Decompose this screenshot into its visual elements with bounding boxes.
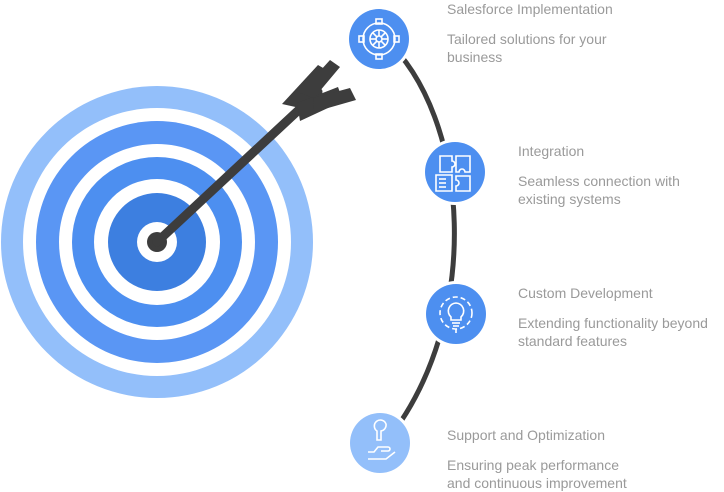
step-description: Ensuring peak performance and continuous…: [447, 456, 627, 492]
step-description-line: Tailored solutions for your: [447, 31, 607, 47]
step-node-custom-development: [423, 281, 489, 347]
step-text-support: Support and Optimization Ensuring peak p…: [447, 426, 627, 492]
step-node-integration: [422, 139, 488, 205]
step-text-custom-development: Custom Development Extending functionali…: [518, 284, 708, 350]
step-title: Salesforce Implementation: [447, 1, 613, 17]
step-node-support: [347, 410, 413, 476]
step-title: Custom Development: [518, 285, 653, 301]
puzzle-pieces-icon: [435, 155, 471, 192]
step-title: Support and Optimization: [447, 427, 605, 443]
step-description-line: standard features: [518, 333, 627, 349]
timeline-arc: [381, 35, 457, 446]
step-description-line: and continuous improvement: [447, 475, 627, 491]
lightbulb-gear-icon: [439, 296, 473, 333]
arrow-icon: [152, 60, 356, 247]
step-description: Extending functionality beyond standard …: [518, 314, 708, 350]
step-description-line: business: [447, 49, 503, 65]
step-description: Tailored solutions for your business: [447, 30, 613, 66]
step-description: Seamless connection with existing system…: [518, 172, 680, 208]
step-description-line: Extending functionality beyond: [518, 315, 708, 331]
step-text-implementation: Salesforce Implementation Tailored solut…: [447, 0, 613, 66]
step-description-line: Seamless connection with: [518, 173, 680, 189]
wrench-hand-icon: [368, 419, 396, 460]
step-title: Integration: [518, 143, 585, 159]
step-description-line: existing systems: [518, 191, 621, 207]
gear-wheel-icon: [358, 18, 400, 60]
step-text-integration: Integration Seamless connection with exi…: [518, 142, 680, 208]
step-node-implementation: [346, 6, 412, 72]
step-description-line: Ensuring peak performance: [447, 457, 619, 473]
